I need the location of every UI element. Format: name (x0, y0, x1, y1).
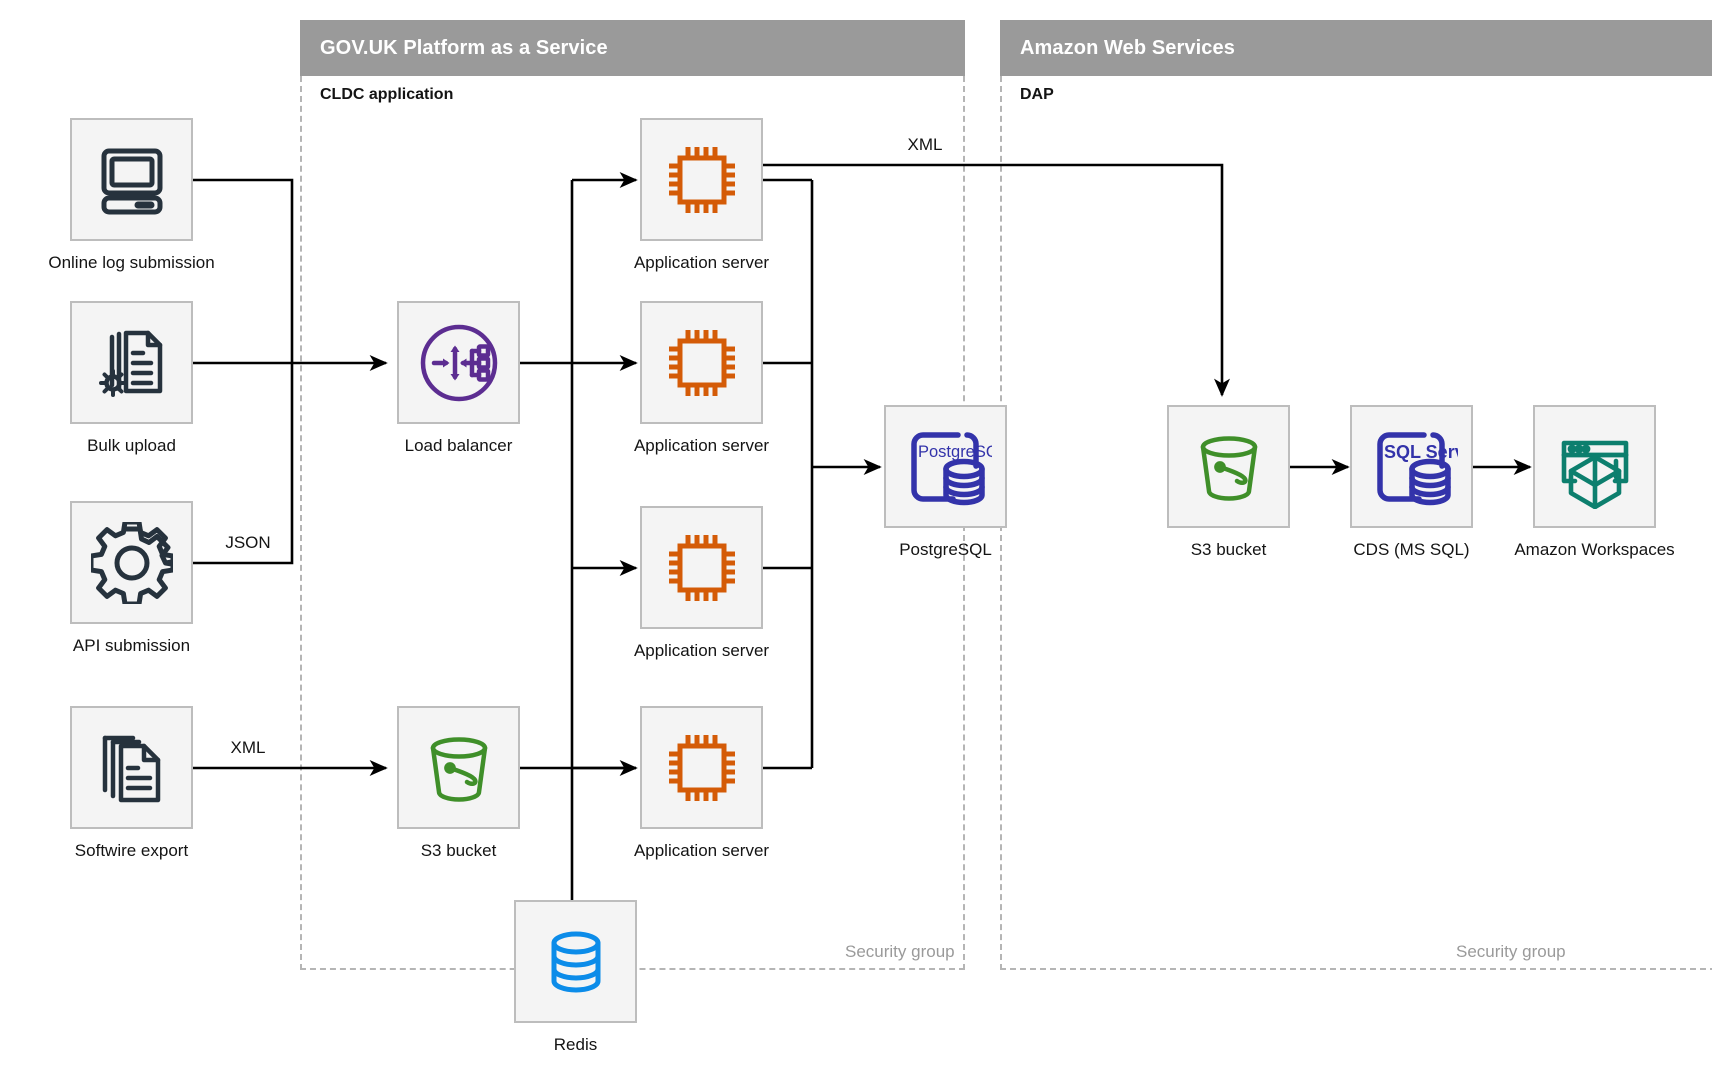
s3-bucket-icon (417, 726, 501, 810)
postgresql-box[interactable]: PostgreSQL (884, 405, 1007, 528)
amazon-workspaces-box[interactable] (1533, 405, 1656, 528)
postgresql-icon: PostgreSQL (900, 421, 992, 513)
cds-ms-sql-box[interactable]: SQL Server (1350, 405, 1473, 528)
app-server-2-label: Application server (633, 436, 770, 455)
edge-label-json: JSON (225, 533, 271, 552)
gear-icon (90, 521, 173, 604)
s3-bucket-aws-label: S3 bucket (1190, 540, 1267, 559)
sql-server-icon-text: SQL Server (1384, 442, 1458, 462)
online-log-submission-box[interactable] (70, 118, 193, 241)
app-server-2-box[interactable] (640, 301, 763, 424)
cpu-chip-icon (659, 725, 745, 811)
cpu-chip-icon (659, 525, 745, 611)
app-server-3-label: Application server (633, 641, 770, 660)
online-log-submission-label: Online log submission (48, 253, 215, 272)
document-gear-icon (92, 323, 172, 403)
documents-stack-icon (92, 728, 172, 808)
security-group-label-paas: Security group (845, 942, 955, 961)
app-server-4-label: Application server (633, 841, 770, 860)
app-server-4-box[interactable] (640, 706, 763, 829)
group-banner-aws: Amazon Web Services (1000, 20, 1712, 76)
softwire-export-box[interactable] (70, 706, 193, 829)
amazon-workspaces-label: Amazon Workspaces (1514, 540, 1675, 559)
cpu-chip-icon (659, 137, 745, 223)
cds-ms-sql-label: CDS (MS SQL) (1353, 540, 1470, 559)
group-sublabel-cldc: CLDC application (320, 86, 454, 103)
s3-bucket-aws-box[interactable] (1167, 405, 1290, 528)
edge-label-xml-export: XML (907, 135, 943, 154)
s3-bucket-paas-box[interactable] (397, 706, 520, 829)
load-balancer-box[interactable] (397, 301, 520, 424)
s3-bucket-paas-label: S3 bucket (420, 841, 497, 860)
edge-label-xml-softwire: XML (230, 738, 266, 757)
group-banner-paas: GOV.UK Platform as a Service (300, 20, 965, 76)
security-group-label-aws: Security group (1456, 942, 1566, 961)
postgresql-label: PostgreSQL (899, 540, 992, 559)
bulk-upload-box[interactable] (70, 301, 193, 424)
workspaces-cube-icon (1553, 425, 1637, 509)
redis-box[interactable] (514, 900, 637, 1023)
app-server-1-box[interactable] (640, 118, 763, 241)
redis-database-icon (536, 922, 616, 1002)
load-balancer-icon (415, 319, 503, 407)
bulk-upload-label: Bulk upload (87, 436, 176, 455)
postgresql-icon-text: PostgreSQL (918, 443, 992, 461)
load-balancer-label: Load balancer (404, 436, 513, 455)
sql-server-icon: SQL Server (1366, 421, 1458, 513)
group-banner-paas-label: GOV.UK Platform as a Service (320, 36, 608, 59)
api-submission-label: API submission (72, 636, 191, 655)
group-body-paas (300, 76, 965, 970)
softwire-export-label: Softwire export (74, 841, 189, 860)
group-sublabel-dap: DAP (1020, 86, 1054, 103)
group-banner-aws-label: Amazon Web Services (1020, 36, 1235, 59)
app-server-1-label: Application server (633, 253, 770, 272)
app-server-3-box[interactable] (640, 506, 763, 629)
api-submission-box[interactable] (70, 501, 193, 624)
redis-label: Redis (553, 1035, 598, 1054)
cpu-chip-icon (659, 320, 745, 406)
desktop-computer-icon (92, 140, 172, 220)
s3-bucket-icon (1187, 425, 1271, 509)
